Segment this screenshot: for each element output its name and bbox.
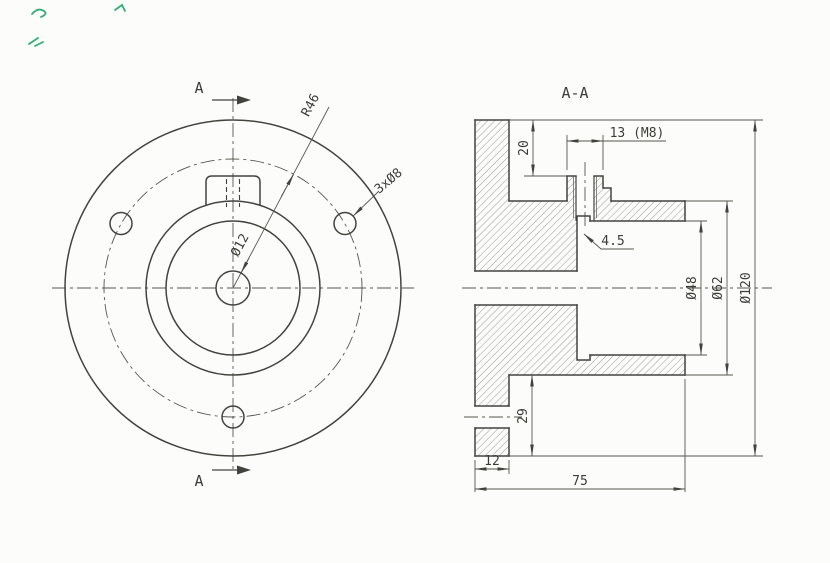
dim-flange-thickness-label: 12 [484, 454, 500, 469]
dim-flange-rim-label: 29 [516, 408, 531, 424]
bore-circle [165, 220, 301, 356]
cut-arrow-bottom [212, 465, 251, 475]
boss-tab-outline [205, 175, 261, 206]
bolt-hole-upper-left [109, 211, 133, 236]
section-outline [474, 119, 686, 457]
dim-boss-depth-label: 20 [517, 140, 532, 156]
hub-circle [145, 200, 321, 376]
cut-arrow-top [212, 95, 251, 105]
dimension-lines [474, 119, 757, 491]
m8-thread-lines [573, 176, 597, 218]
dim-groove-width-label: 4.5 [601, 234, 624, 249]
bolt-circle-radius-label: R46 [299, 91, 323, 119]
dim-hub-diameter-label: Ø62 [711, 276, 726, 299]
dim-flange-diameter-label: Ø120 [739, 272, 754, 303]
center-hole-circle [215, 270, 251, 306]
stray-mark-1 [31, 8, 47, 18]
flange-outer-circle [64, 119, 402, 457]
bolt-circle [103, 158, 363, 418]
section-title: A-A [561, 84, 588, 102]
dim-total-length-label: 75 [572, 474, 588, 489]
stray-mark-2 [114, 3, 126, 12]
radius-leader [232, 106, 330, 289]
bolt-hole-bottom [221, 405, 245, 429]
cut-label-bottom: A [194, 472, 203, 490]
bolt-holes-leader [353, 190, 380, 217]
section-hatching [475, 120, 685, 456]
center-hole-dim-label: Ø12 [228, 231, 252, 259]
stray-mark-3 [28, 37, 44, 47]
front-view: Ø12 R46 3xØ8 A A [52, 79, 414, 490]
section-view: A-A [462, 84, 772, 492]
bolt-hole-upper-right [333, 211, 357, 236]
cut-label-top: A [194, 79, 203, 97]
stray-marks [28, 3, 126, 47]
bolt-holes-dim-label: 3xØ8 [372, 166, 406, 198]
dim-boss-width-label: 13 (M8) [610, 126, 665, 141]
dim-bore-diameter-label: Ø48 [685, 276, 700, 299]
